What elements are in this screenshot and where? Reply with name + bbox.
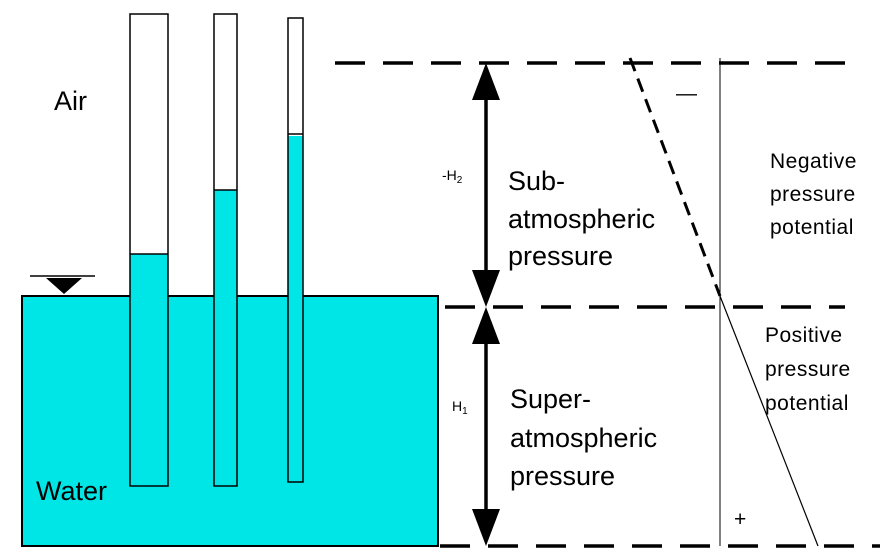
air-label: Air [54,86,87,116]
plus-sign: + [734,508,747,531]
super-atm-line2: atmospheric [510,423,657,453]
h2-arrow [472,63,500,307]
minus-sign: — [676,82,698,105]
h2-label: -H2 [442,167,463,186]
neg-potential-line1: Negative [770,150,857,173]
neg-potential-line2: pressure [770,183,856,206]
h1-arrow [472,307,500,546]
water-surface-triangle-icon [46,278,82,294]
h1-label-main: H [452,398,462,414]
tube-wide [129,13,169,487]
neg-potential-line3: potential [770,216,854,239]
sub-atm-line2: atmospheric [508,204,655,234]
pos-potential-line1: Positive [765,324,843,347]
h1-label-sub: 1 [462,406,468,417]
h2-label-main: -H [442,167,457,183]
tube-medium [213,13,238,487]
pos-potential-line3: potential [765,392,849,415]
super-atm-line1: Super- [510,384,591,414]
pos-potential-line2: pressure [765,358,851,381]
tube-narrow [287,17,304,483]
positive-pressure-profile-line [719,295,819,547]
h1-label: H1 [452,398,468,417]
water-label: Water [36,476,107,506]
super-atm-line3: pressure [510,461,615,491]
h2-label-sub: 2 [457,175,463,186]
negative-pressure-profile-line [628,57,722,297]
sub-atm-line1: Sub- [508,166,565,196]
sub-atm-line3: pressure [508,241,613,271]
